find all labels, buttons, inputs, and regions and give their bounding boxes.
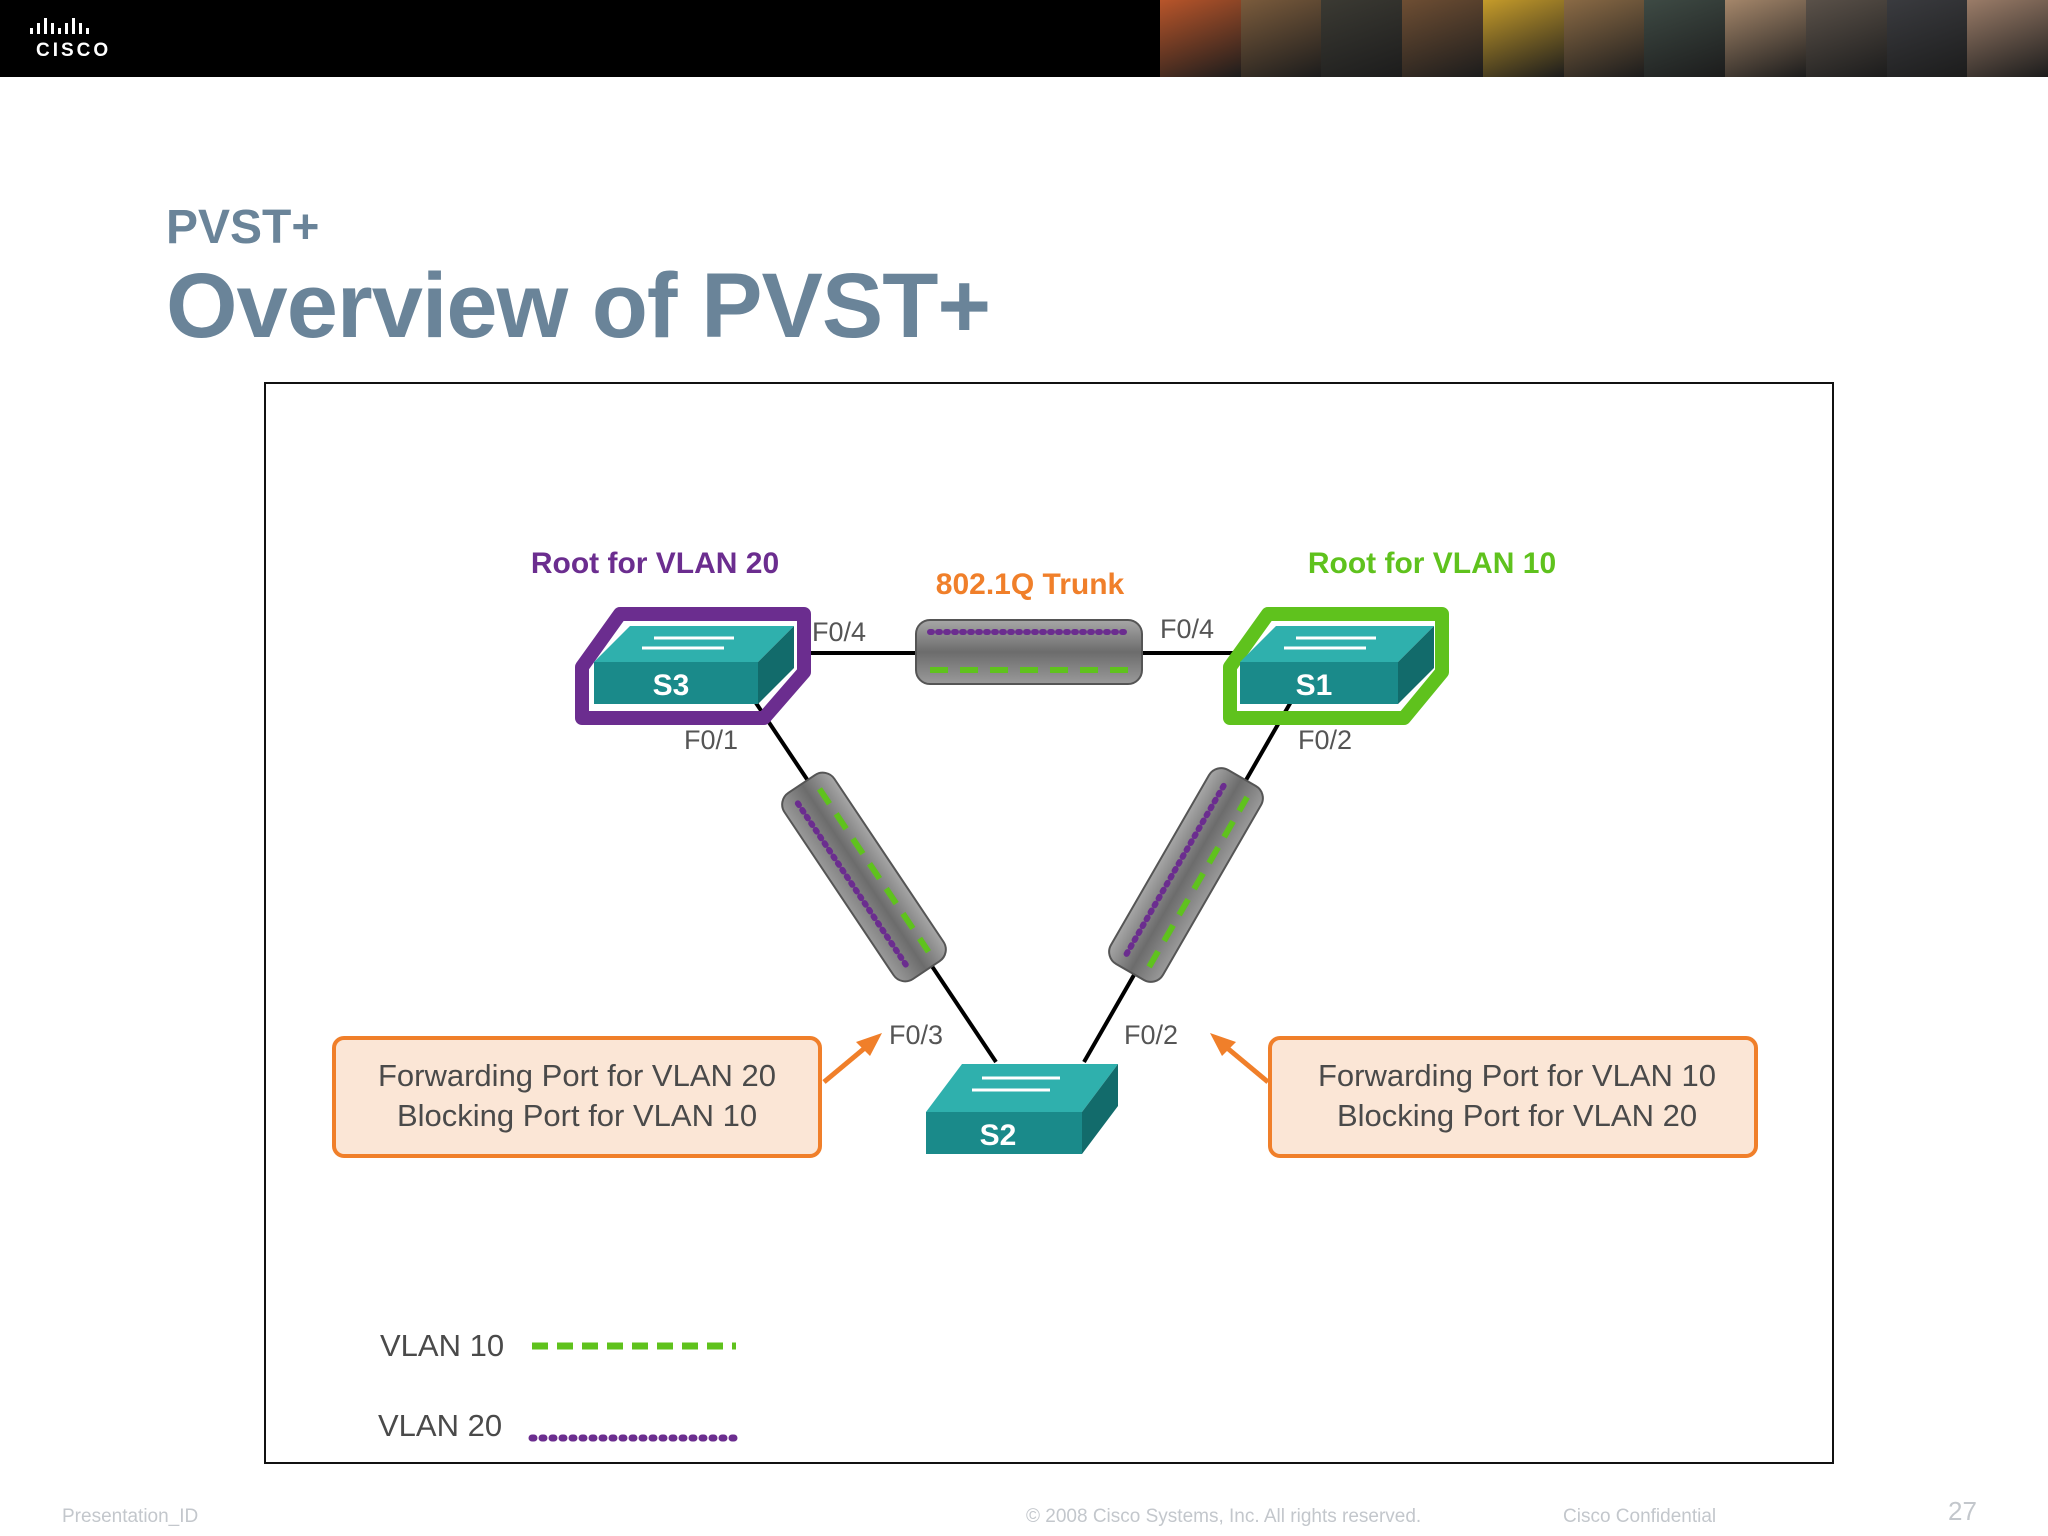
trunk-cable-s3-s1 [915, 619, 1143, 685]
legend-vlan10-label: VLAN 10 [380, 1328, 504, 1363]
callout-left-arrow-icon [856, 1033, 882, 1056]
header-photo-tile [1563, 0, 1645, 77]
footer-presentation-id: Presentation_ID [62, 1506, 199, 1527]
header-photo-tile [1321, 0, 1403, 77]
port-label-s3-f04: F0/4 [812, 617, 866, 647]
callout-right-line1: Forwarding Port for VLAN 10 [1318, 1058, 1716, 1093]
page-number: 27 [1948, 1496, 1977, 1526]
trunk-label: 802.1Q Trunk [936, 568, 1125, 601]
footer-copyright: © 2008 Cisco Systems, Inc. All rights re… [1026, 1506, 1422, 1527]
switch-s2-label: S2 [980, 1119, 1017, 1152]
header-photo-strip [1160, 0, 2048, 77]
trunk-cable-s1-s2 [1108, 767, 1264, 983]
callout-left-line2: Blocking Port for VLAN 10 [397, 1098, 757, 1133]
header-photo-tile [1402, 0, 1483, 77]
header-photo-tile [1967, 0, 2048, 77]
root-label-vlan10: Root for VLAN 10 [1308, 547, 1556, 580]
switch-s3 [575, 607, 811, 725]
switch-s3-label: S3 [653, 669, 690, 702]
slide-subtitle: PVST+ [166, 201, 320, 254]
callout-left-line1: Forwarding Port for VLAN 20 [378, 1058, 776, 1093]
switch-s1-label: S1 [1296, 669, 1333, 702]
header-photo-tile [1886, 0, 1968, 77]
pvst-topology-diagram: S3 S1 S2 Root for VLAN 20 Root for VLAN … [332, 547, 1758, 1443]
callout-right-arrow-icon [1210, 1033, 1236, 1056]
trunk-cable-s3-s2 [781, 771, 947, 983]
slide-title: Overview of PVST+ [166, 255, 991, 357]
cisco-logo-icon [30, 18, 89, 34]
header-photo-tile [1805, 0, 1887, 77]
header-photo-tile [1482, 0, 1564, 77]
callout-right-line2: Blocking Port for VLAN 20 [1337, 1098, 1697, 1133]
legend-vlan20-label: VLAN 20 [378, 1408, 502, 1443]
root-label-vlan20: Root for VLAN 20 [531, 547, 779, 580]
header-photo-tile [1240, 0, 1322, 77]
port-label-s3-f01: F0/1 [684, 725, 738, 755]
switch-s1 [1223, 607, 1449, 725]
port-label-s2-f03: F0/3 [889, 1020, 943, 1050]
header-photo-tile [1725, 0, 1806, 77]
footer-confidential: Cisco Confidential [1563, 1506, 1717, 1527]
header-photo-tile [1160, 0, 1241, 77]
callout-right [1210, 1033, 1758, 1158]
port-label-s1-f02: F0/2 [1298, 725, 1352, 755]
diagram-frame [264, 382, 1834, 1464]
header-bar: CISCO [0, 0, 2048, 77]
port-label-s2-f02: F0/2 [1124, 1020, 1178, 1050]
cisco-logo-text: CISCO [36, 40, 112, 61]
header-photo-tile [1644, 0, 1726, 77]
port-label-s1-f04: F0/4 [1160, 614, 1214, 644]
switch-s2 [926, 1064, 1118, 1154]
callout-left [332, 1033, 882, 1158]
